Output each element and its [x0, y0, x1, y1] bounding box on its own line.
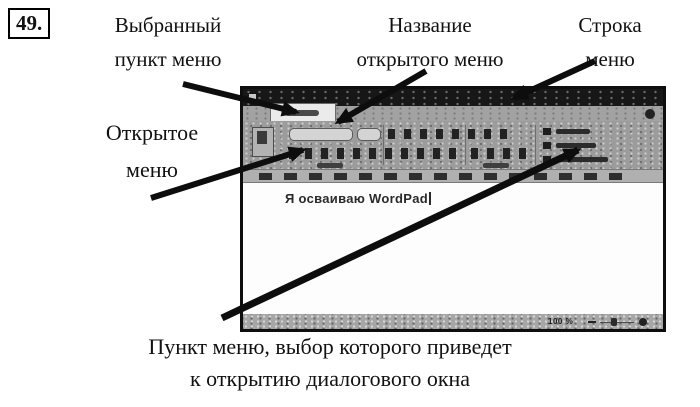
document-text: Я осваиваю WordPad — [285, 191, 431, 206]
label-line: Выбранный — [114, 13, 222, 37]
toolbar-icons-row — [388, 129, 508, 139]
zoom-in-icon — [639, 318, 647, 326]
label-line: Открытое — [105, 120, 199, 145]
label-line: меню — [126, 157, 178, 182]
label-line: пункт меню — [114, 47, 222, 71]
formatting-icons-row — [289, 148, 459, 159]
ruler-ticks — [259, 173, 629, 180]
app-icon — [249, 94, 256, 101]
label-line: Пункт меню, выбор которого приведет — [148, 334, 512, 359]
font-name-box — [289, 128, 353, 141]
wordpad-window-screenshot: Я осваиваю WordPad 100 % — [240, 86, 666, 332]
find-item-icon — [543, 128, 551, 135]
group-divider — [535, 125, 536, 165]
label-line: к открытию диалогового окна — [189, 366, 471, 391]
label-selected-menu-item: Выбранный пункт меню — [78, 8, 258, 76]
font-size-box — [357, 128, 381, 141]
menu-item-text-smudge — [556, 129, 590, 134]
zoom-slider — [600, 322, 634, 323]
document-area: Я осваиваю WordPad — [243, 183, 663, 314]
label-open-menu: Открытое меню — [72, 114, 232, 188]
replace-item-icon — [543, 142, 551, 149]
group-divider — [383, 125, 384, 165]
help-button-icon — [645, 109, 655, 119]
select-all-item-icon — [543, 156, 551, 163]
figure-number: 49. — [8, 8, 51, 39]
menu-name-smudge — [285, 110, 319, 116]
menu-item-text-smudge — [556, 143, 596, 148]
zoom-level: 100 % — [548, 317, 574, 326]
label-line: Строка — [578, 13, 642, 37]
paste-button-icon — [252, 127, 274, 157]
label-line: меню — [585, 47, 635, 71]
label-dialog-menu-item: Пункт меню, выбор которого приведет к от… — [40, 331, 620, 395]
group-label-smudge — [483, 163, 509, 168]
text-cursor — [428, 192, 431, 205]
paragraph-icons-row — [471, 148, 533, 159]
status-bar: 100 % — [243, 314, 663, 329]
clipboard-icon — [257, 131, 267, 144]
selected-menu-item — [271, 104, 335, 121]
menu-bar-row — [243, 104, 663, 121]
open-menu-panel — [243, 121, 663, 169]
group-divider — [465, 125, 466, 165]
ruler — [243, 169, 663, 183]
group-label-smudge — [317, 163, 343, 168]
label-line: Название — [388, 13, 472, 37]
dialog-opening-menu-item — [556, 157, 608, 162]
label-menu-bar: Строка меню — [550, 8, 670, 76]
zoom-out-icon — [588, 321, 596, 323]
zoom-slider-knob — [611, 318, 617, 326]
label-line: открытого меню — [356, 47, 504, 71]
label-open-menu-name: Название открытого меню — [325, 8, 535, 76]
